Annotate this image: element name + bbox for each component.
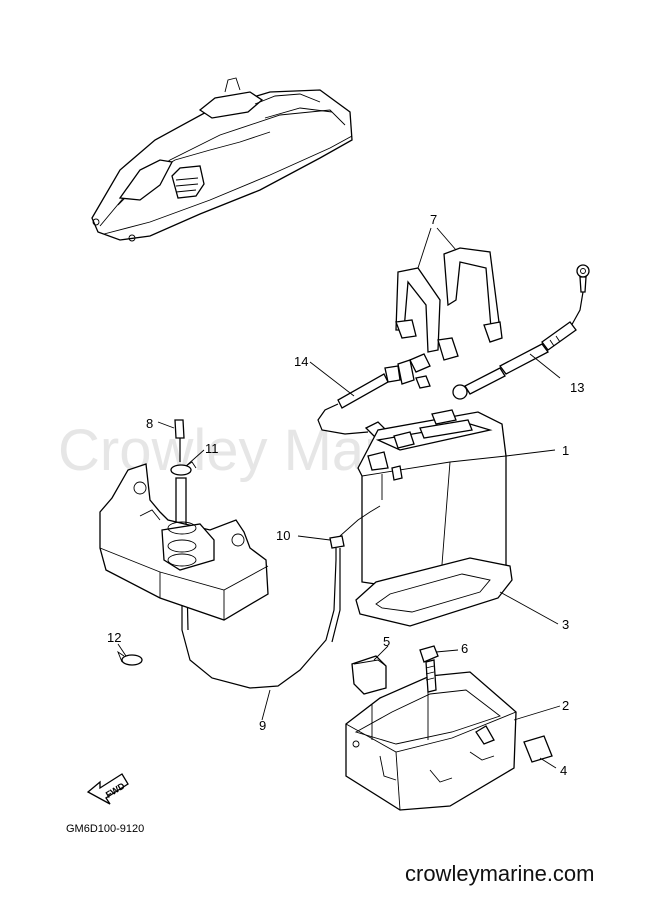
watercraft-illustration [91, 77, 353, 242]
battery-cable-positive [452, 264, 590, 400]
callout-4: 4 [560, 763, 567, 778]
hose-clamp-lower [117, 650, 143, 666]
callout-1: 1 [562, 443, 569, 458]
callout-9: 9 [259, 718, 266, 733]
callout-14: 14 [294, 354, 308, 369]
callout-5: 5 [383, 634, 390, 649]
website-text: crowleymarine.com [405, 861, 595, 886]
battery-box [345, 671, 517, 811]
drawing-code: GM6D100-9120 [66, 823, 144, 835]
battery-mat [355, 557, 513, 627]
bolt [419, 645, 439, 693]
damper-pad [523, 735, 553, 763]
callout-11: 11 [205, 441, 219, 456]
callout-6: 6 [461, 641, 468, 656]
vent-bracket [99, 463, 269, 621]
callout-2: 2 [562, 698, 569, 713]
callout-12: 12 [107, 630, 121, 645]
rubber-pad [351, 655, 387, 695]
forward-arrow: FWD [86, 773, 129, 805]
leader-lines [117, 227, 561, 769]
hose-clamp-upper [170, 461, 197, 476]
battery-bands [395, 247, 503, 361]
callout-7: 7 [430, 212, 437, 227]
callout-3: 3 [562, 617, 569, 632]
callout-13: 13 [570, 380, 584, 395]
battery [357, 409, 507, 593]
callout-8: 8 [146, 416, 153, 431]
callout-10: 10 [276, 528, 290, 543]
